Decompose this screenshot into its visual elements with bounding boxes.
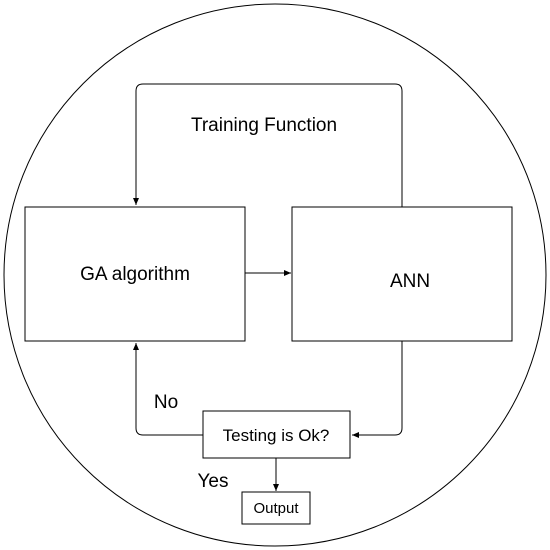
testing-label: Testing is Ok? [223, 426, 330, 445]
edge-testing-to-ga-no [133, 343, 203, 436]
ann-box [291, 206, 513, 342]
testing-box [202, 410, 351, 459]
ga-algorithm-label: GA algorithm [80, 264, 190, 285]
ga-algorithm-box [24, 206, 246, 342]
output-label: Output [253, 500, 299, 517]
ann-label: ANN [390, 271, 430, 292]
edge-training-loop [133, 83, 403, 207]
training-function-label: Training Function [191, 115, 337, 136]
no-label: No [154, 392, 178, 413]
yes-label: Yes [198, 471, 229, 492]
output-box [241, 491, 311, 525]
outer-circle [3, 3, 547, 547]
edge-ann-to-testing [352, 341, 403, 438]
